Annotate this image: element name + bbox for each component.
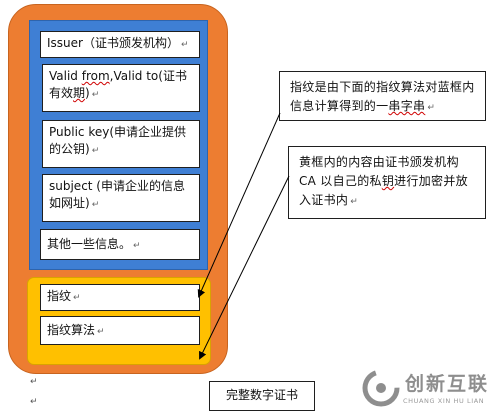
- paragraph-mark: ↵: [427, 103, 436, 113]
- subject-label: subject (申请企业的信息如网址): [49, 179, 185, 210]
- validity-label: Valid from,Valid to(证书有效期): [49, 69, 187, 100]
- public-key-box: Public key(申请企业提供的公钥)↵: [42, 120, 200, 168]
- paragraph-mark: ↵: [30, 377, 38, 387]
- fingerprint-note: 指纹是由下面的指纹算法对蓝框内信息计算得到的一串字串↵: [279, 71, 486, 121]
- validity-box: Valid from,Valid to(证书有效期)↵: [42, 64, 200, 112]
- issuer-label: Issuer（证书颁发机构）: [47, 36, 179, 50]
- fingerprint-box: 指纹↵: [40, 284, 200, 311]
- yellow-panel-note: 黄框内的内容由证书颁发机构 CA 以自己的私钥进行加密并放入证书内↵: [288, 146, 486, 219]
- fingerprint-note-text: 指纹是由下面的指纹算法对蓝框内信息计算得到的一串字串: [290, 80, 475, 113]
- paragraph-mark: ↵: [73, 293, 81, 303]
- watermark-logo-icon: [362, 369, 400, 407]
- paragraph-mark: ↵: [350, 197, 359, 207]
- paragraph-mark: ↵: [133, 241, 141, 251]
- other-info-box: 其他一些信息。↵: [40, 229, 200, 260]
- yellow-panel-arrow: [199, 175, 290, 360]
- watermark-logo-subtitle: CHUANG XIN HU LIAN: [403, 397, 485, 405]
- watermark-logo-title: 创新互联: [405, 373, 490, 395]
- issuer-box: Issuer（证书颁发机构）↵: [40, 31, 200, 58]
- caption-box: 完整数字证书: [209, 381, 315, 411]
- paragraph-mark: ↵: [97, 327, 105, 337]
- fingerprint-arrow: [197, 112, 281, 298]
- caption-label: 完整数字证书: [225, 388, 298, 402]
- fingerprint-label: 指纹: [47, 289, 72, 303]
- fingerprint-algorithm-label: 指纹算法: [47, 323, 96, 337]
- paragraph-mark: ↵: [30, 397, 38, 407]
- paragraph-mark: ↵: [180, 40, 189, 50]
- yellow-panel-note-text: 黄框内的内容由证书颁发机构 CA 以自己的私钥进行加密并放入证书内: [299, 155, 468, 207]
- subject-box: subject (申请企业的信息如网址)↵: [42, 174, 200, 222]
- paragraph-mark: ↵: [91, 200, 100, 210]
- paragraph-mark: ↵: [91, 90, 100, 100]
- paragraph-mark: ↵: [91, 146, 100, 156]
- fingerprint-algorithm-box: 指纹算法↵: [40, 316, 200, 345]
- public-key-label: Public key(申请企业提供的公钥): [49, 125, 187, 156]
- other-info-label: 其他一些信息。: [47, 237, 132, 251]
